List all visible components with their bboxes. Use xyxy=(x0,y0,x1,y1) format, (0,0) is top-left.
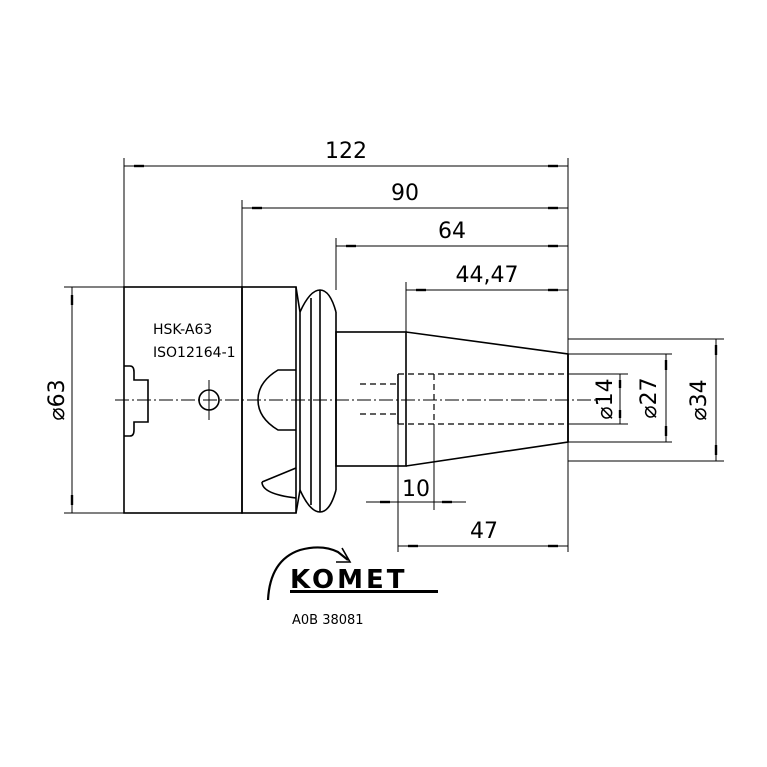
komet-logo-arc xyxy=(266,546,349,601)
flange-diameter-value: ⌀63 xyxy=(45,379,70,420)
internal-bore xyxy=(360,373,568,425)
bore-small-value: ⌀14 xyxy=(593,378,618,419)
dimension-nose-diameter: ⌀34 xyxy=(568,338,724,462)
dimension-flange-to-end: 64 xyxy=(335,219,568,290)
dimension-bore-depth: 10 xyxy=(366,424,466,552)
nose-diameter-value: ⌀34 xyxy=(687,379,712,420)
drive-slots xyxy=(124,365,149,437)
part-code-label: A0B 38081 xyxy=(292,613,364,628)
dimension-flange-diameter: ⌀63 xyxy=(45,286,124,514)
komet-logo-wordmark: KOMET xyxy=(290,565,407,595)
komet-logo: KOMET xyxy=(266,546,438,601)
iso-norm-label: ISO12164-1 xyxy=(153,345,236,361)
shank-body xyxy=(335,331,407,467)
flange-to-end-value: 64 xyxy=(438,219,466,244)
overall-length-value: 122 xyxy=(325,139,367,164)
bore-depth-value: 10 xyxy=(402,477,430,502)
dimension-bore-mid: ⌀27 xyxy=(568,353,672,443)
body-to-end-value: 90 xyxy=(391,181,419,206)
collar-grooves xyxy=(295,286,337,514)
tapered-nose xyxy=(405,331,569,467)
komet-logo-underline xyxy=(290,590,438,593)
part-outline xyxy=(115,286,600,514)
dimension-bore-small: ⌀14 xyxy=(568,373,628,425)
taper-length-value: 44,47 xyxy=(456,263,519,288)
dimension-overall-length: 122 xyxy=(123,139,569,354)
taper-end-length-value: 47 xyxy=(470,519,498,544)
dimension-body-to-end: 90 xyxy=(241,181,568,287)
interface-standard-label: HSK-A63 xyxy=(153,322,212,338)
dimension-taper-end-length: 47 xyxy=(398,442,569,552)
bore-mid-value: ⌀27 xyxy=(637,377,662,418)
dimension-taper-length: 44,47 xyxy=(405,263,568,332)
